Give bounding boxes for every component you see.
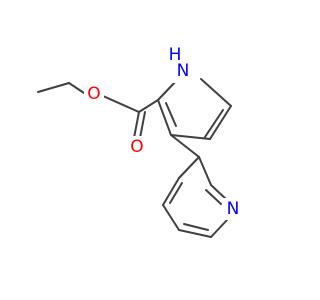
molecule-canvas: N H O O N	[37, 45, 243, 238]
bond-n1-c5	[200, 78, 232, 107]
bond-pyr-c4-c3	[162, 177, 180, 206]
bond-pyr-double-3	[169, 182, 183, 204]
bond-ccarb-o-double-a	[133, 111, 140, 139]
bond-o-ch2	[68, 82, 85, 94]
nh-label-background	[170, 59, 194, 83]
pyridine-nitrogen-label: N	[227, 199, 240, 219]
bond-layer	[37, 78, 232, 238]
atom-label-layer: N H O O N	[84, 45, 243, 220]
bond-c4-c3	[170, 134, 211, 140]
bond-pyr-n-c6	[210, 219, 228, 238]
bond-pyr-c3-c3link	[178, 156, 200, 179]
bond-c2-ccarb	[138, 99, 159, 113]
pyridine-nitrogen-label-background	[223, 198, 243, 220]
bond-ccarb-o-double-b	[139, 111, 146, 139]
bond-c5-c4	[209, 105, 232, 140]
bond-c2-c3-inner	[165, 102, 177, 127]
bond-c4-c5-inner	[204, 109, 224, 138]
carbonyl-oxygen-label: O	[130, 137, 143, 157]
bond-pyr-c2-n	[210, 184, 228, 201]
bond-pyr-c6-c5	[178, 229, 212, 238]
pyrrole-hydrogen-label: H	[169, 45, 182, 65]
bond-pyr-c3-c2	[198, 156, 212, 186]
bond-pyr-double-2	[183, 223, 209, 231]
bond-pyr-c5-c4	[162, 204, 180, 231]
bond-c3-pyr	[170, 134, 200, 158]
ether-oxygen-label: O	[87, 84, 100, 104]
ether-oxygen-label-background	[84, 83, 104, 105]
pyrrole-nitrogen-label: N	[177, 61, 190, 81]
bond-pyr-double-1	[205, 189, 222, 205]
bond-ch2-ch3	[37, 82, 70, 93]
structure-diagram: N H O O N	[37, 45, 243, 238]
bond-ccarb-o-ether	[102, 95, 140, 113]
bond-c3-c2	[157, 99, 172, 136]
carbonyl-oxygen-label-background	[127, 136, 147, 158]
